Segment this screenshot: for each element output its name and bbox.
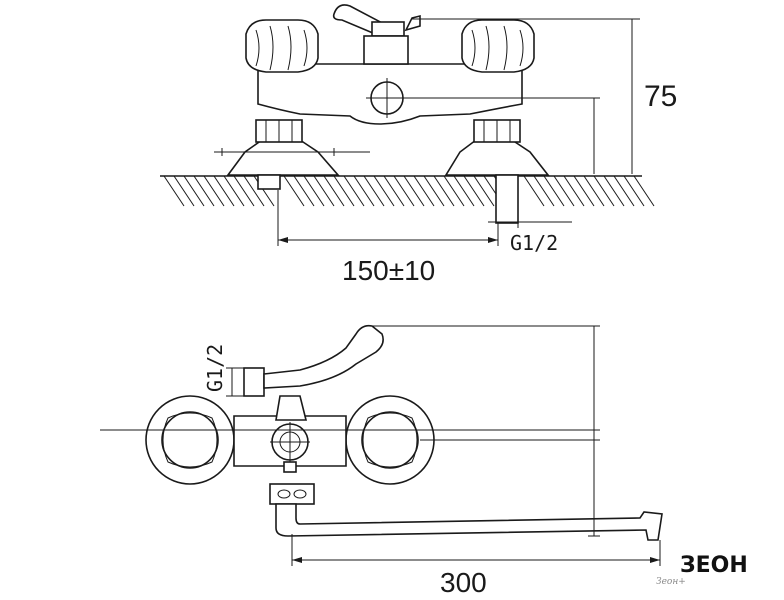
right-eccentric-pipe <box>495 174 519 224</box>
hatch-line <box>243 175 265 207</box>
wall-hatching <box>160 175 655 207</box>
hatch-line <box>283 175 305 207</box>
hatch-line <box>163 175 185 207</box>
hatch-line <box>193 175 215 207</box>
length-300-label: 300 <box>440 567 487 598</box>
spacing-dimension: 150±10 <box>277 190 499 286</box>
hatch-line <box>403 175 425 207</box>
lever-front <box>263 324 384 389</box>
height-75-label: 75 <box>644 80 677 113</box>
hatch-line <box>473 175 495 207</box>
hatch-line <box>563 175 585 207</box>
hatch-line <box>623 175 645 207</box>
thread-dimension-side: G1/2 <box>203 344 244 397</box>
left-handle-front <box>145 395 235 485</box>
left-handle-knob <box>245 19 319 73</box>
hatch-line <box>633 175 655 207</box>
hatch-line <box>173 175 195 207</box>
thread-top-label: G1/2 <box>510 231 558 255</box>
right-wall-flange <box>444 139 550 176</box>
hatch-line <box>543 175 565 207</box>
hatch-line <box>183 175 205 207</box>
hatch-line <box>213 175 235 207</box>
hatch-line <box>423 175 445 207</box>
front-view: 300 G1/2 <box>100 324 663 598</box>
hatch-line <box>293 175 315 207</box>
hatch-line <box>303 175 325 207</box>
hatch-line <box>523 175 545 207</box>
left-eccentric-pipe <box>257 174 281 190</box>
hatch-line <box>343 175 365 207</box>
hatch-line <box>363 175 385 207</box>
hatch-line <box>583 175 605 207</box>
hatch-line <box>463 175 485 207</box>
thread-side-label: G1/2 <box>203 344 227 392</box>
hatch-line <box>613 175 635 207</box>
hatch-line <box>603 175 625 207</box>
top-elevation-view: 75 150±10 G1/2 <box>160 4 677 286</box>
spout-length-dimension: 300 <box>291 534 661 598</box>
vertical-dimension-front <box>366 325 600 537</box>
hatch-line <box>553 175 575 207</box>
hatch-line <box>453 175 475 207</box>
shower-outlet-coupler <box>243 367 265 397</box>
hatch-line <box>383 175 405 207</box>
hatch-line <box>353 175 375 207</box>
height-dimension: 75 <box>400 18 677 174</box>
hatch-line <box>433 175 455 207</box>
hatch-line <box>333 175 355 207</box>
hatch-line <box>373 175 395 207</box>
brand-logo: ЗEOH Зеон+ <box>656 553 748 587</box>
hatch-line <box>323 175 345 207</box>
hatch-line <box>313 175 335 207</box>
hatch-line <box>233 175 255 207</box>
diverter-lever-top <box>332 4 421 65</box>
hatch-line <box>413 175 435 207</box>
thread-dimension-top: G1/2 <box>488 216 572 255</box>
brand-logo-text: ЗEOH <box>680 553 748 578</box>
spout-nut <box>269 483 315 505</box>
hatch-line <box>533 175 555 207</box>
hatch-line <box>223 175 245 207</box>
left-wall-flange <box>226 139 340 176</box>
spacing-150-label: 150±10 <box>342 255 435 286</box>
right-handle-knob <box>461 19 535 73</box>
hatch-line <box>203 175 225 207</box>
hatch-line <box>393 175 415 207</box>
hatch-line <box>573 175 595 207</box>
spout <box>275 503 663 541</box>
brand-caption: Зеон+ <box>656 577 686 587</box>
hatch-line <box>593 175 615 207</box>
hatch-line <box>443 175 465 207</box>
